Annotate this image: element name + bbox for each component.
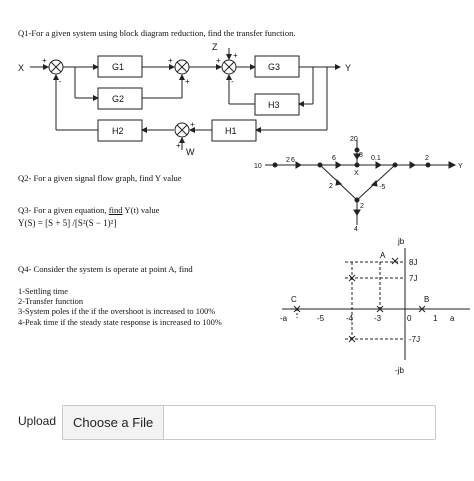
block-g2: G2 bbox=[112, 94, 124, 104]
file-input[interactable]: Choose a File bbox=[62, 405, 436, 440]
sfg-gain: 8 bbox=[359, 152, 363, 159]
q3-equation: Y(S) = [S + 5] /[S²(S − 1)²] bbox=[18, 218, 117, 228]
point-a-label: A bbox=[380, 251, 386, 260]
block-diagram: X Y Z W G1 G2 G3 H3 H1 H2 + - + + + + - … bbox=[18, 42, 351, 157]
point-b-label: B bbox=[424, 295, 429, 304]
sfg-gain: 6 bbox=[332, 155, 336, 162]
s-plane-diagram: jb -jb A B C 8J 7J -7J -a -5 -4 -3 0 1 a bbox=[280, 237, 470, 375]
sfg-gain: 2 bbox=[286, 157, 290, 164]
sfg-gain: 10 bbox=[254, 163, 262, 170]
q4-title: Q4- Consider the system is operate at po… bbox=[18, 264, 193, 274]
q4-item-1: 1-Settling time bbox=[18, 287, 69, 296]
q3-title-prefix: Q3- For a given equation, bbox=[18, 205, 109, 215]
sfg-x-label: X bbox=[354, 170, 359, 177]
q3-title-find: find bbox=[108, 205, 123, 215]
s-plane-imag-neg: -jb bbox=[395, 366, 404, 375]
q4-item-2: 2-Transfer function bbox=[18, 297, 84, 306]
q4-item-4: 4-Peak time if the steady state response… bbox=[18, 318, 222, 327]
x-tick: 0 bbox=[407, 314, 412, 323]
q1-title: Q1-For a given system using block diagra… bbox=[18, 28, 296, 38]
x-tick: a bbox=[450, 314, 455, 323]
point-c-label: C bbox=[291, 295, 297, 304]
disturbance-z-label: Z bbox=[212, 42, 218, 52]
sign-plus: + bbox=[190, 120, 195, 129]
output-y-label: Y bbox=[345, 63, 351, 73]
sign-minus: - bbox=[231, 77, 234, 86]
sfg-y-label: Y bbox=[458, 163, 463, 170]
sign-plus: + bbox=[168, 56, 173, 65]
y-tick-neg7j: -7J bbox=[409, 335, 420, 344]
block-h1: H1 bbox=[225, 126, 237, 136]
q3-title: Q3- For a given equation, find Y(t) valu… bbox=[18, 205, 159, 215]
sfg-gain: 0.1 bbox=[371, 155, 381, 162]
block-h3: H3 bbox=[268, 100, 280, 110]
sign-plus: + bbox=[216, 56, 221, 65]
block-g3: G3 bbox=[268, 62, 280, 72]
signal-flow-graph: 10 2 6 6 0.1 2 20 8 2 -5 2 4 X Y bbox=[254, 136, 463, 233]
input-x-label: X bbox=[18, 63, 24, 73]
sfg-gain: 2 bbox=[425, 155, 429, 162]
y-tick-8j: 8J bbox=[409, 258, 417, 267]
s-plane-imag-pos: jb bbox=[397, 237, 405, 246]
sfg-gain: -5 bbox=[379, 184, 385, 191]
x-tick: 1 bbox=[433, 314, 438, 323]
block-h2: H2 bbox=[112, 126, 124, 136]
x-tick: -4 bbox=[346, 314, 354, 323]
sfg-gain: 20 bbox=[350, 136, 358, 143]
x-tick: -5 bbox=[317, 314, 325, 323]
q4-item-3: 3-System poles if the if the overshoot i… bbox=[18, 307, 216, 316]
choose-file-button[interactable]: Choose a File bbox=[63, 406, 165, 439]
sign-plus: + bbox=[176, 141, 181, 150]
sfg-gain: 6 bbox=[291, 157, 295, 164]
sign-minus: - bbox=[59, 77, 62, 86]
y-tick-7j: 7J bbox=[409, 274, 417, 283]
sign-plus: + bbox=[42, 56, 47, 65]
sign-plus: + bbox=[233, 51, 238, 60]
sfg-gain: 2 bbox=[360, 203, 364, 210]
q3-title-rest: Y(t) value bbox=[122, 205, 160, 215]
sfg-gain: 2 bbox=[329, 183, 333, 190]
disturbance-w-label: W bbox=[186, 147, 195, 157]
sfg-gain: 4 bbox=[354, 226, 358, 233]
sign-plus: + bbox=[185, 77, 190, 86]
q2-title: Q2- For a given signal flow graph, find … bbox=[18, 173, 182, 183]
block-g1: G1 bbox=[112, 62, 124, 72]
upload-label: Upload bbox=[18, 414, 57, 428]
x-tick: -a bbox=[280, 314, 288, 323]
x-tick: -3 bbox=[374, 314, 382, 323]
